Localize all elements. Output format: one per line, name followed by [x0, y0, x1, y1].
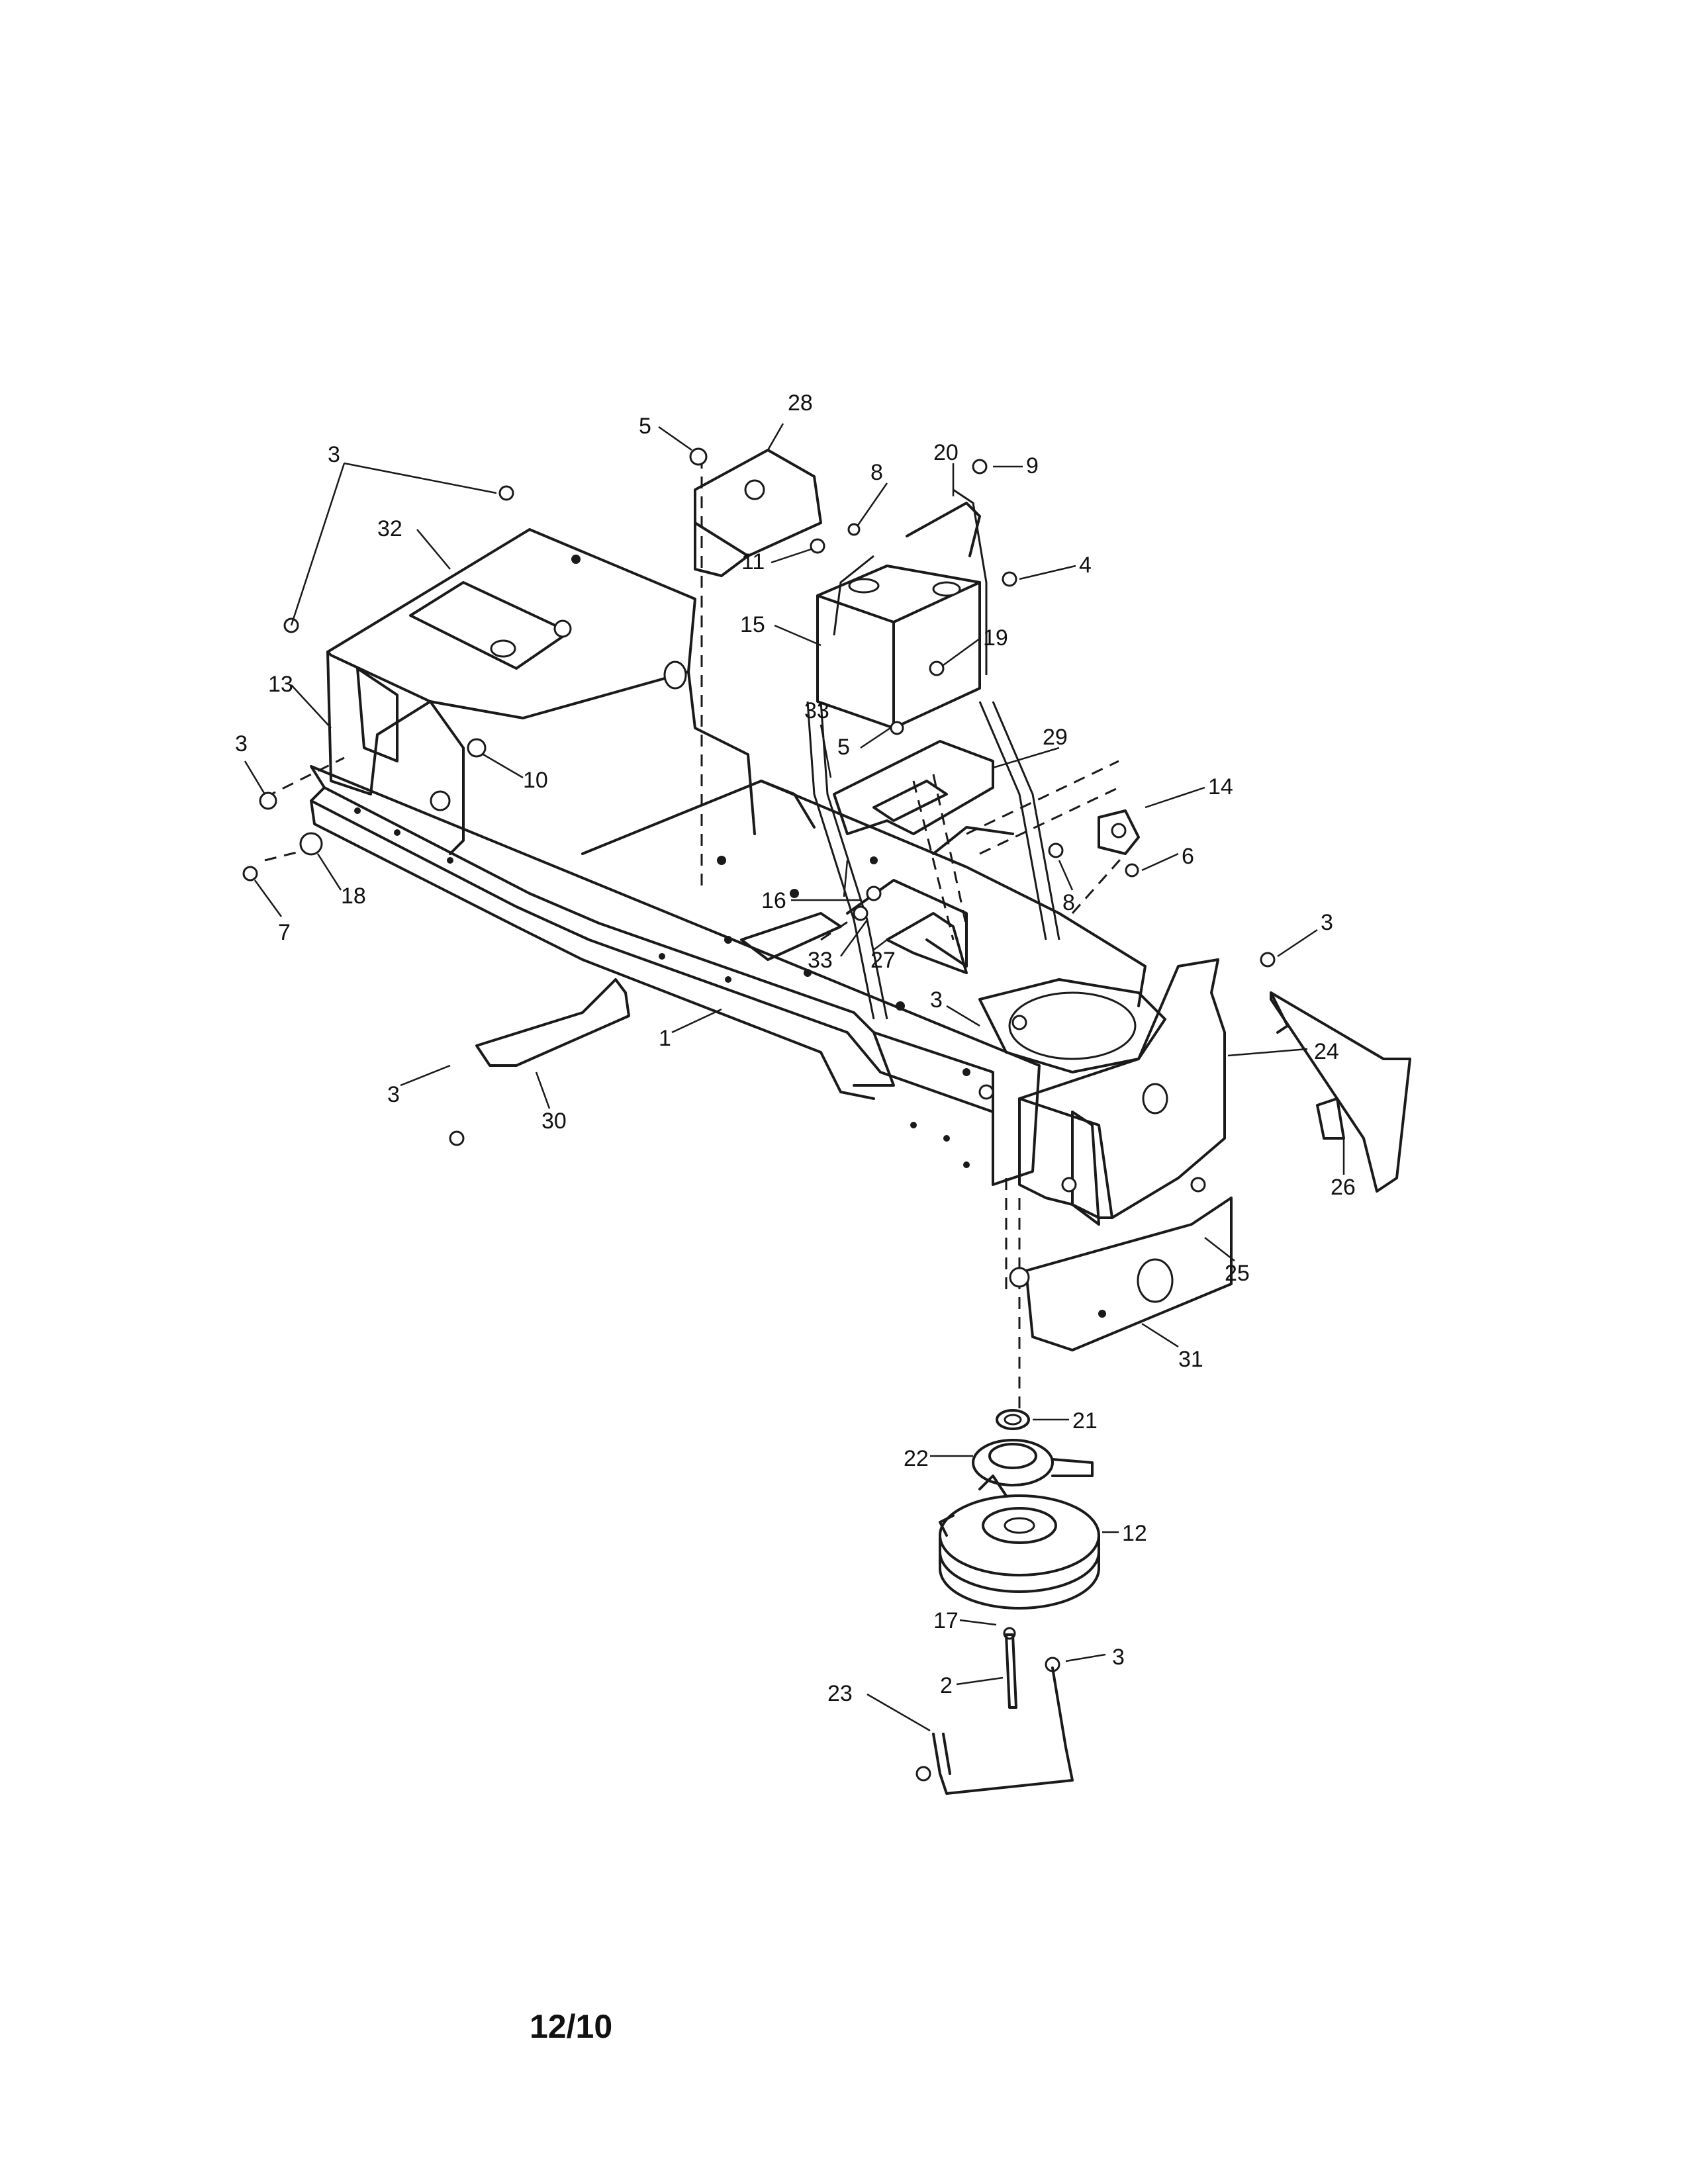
callout-20: 20: [933, 440, 959, 465]
callout-33: 33: [804, 698, 829, 723]
callout-3: 3: [235, 731, 248, 756]
callout-3: 3: [1321, 910, 1333, 935]
callout-21: 21: [1072, 1408, 1098, 1433]
callout-4: 4: [1079, 553, 1092, 578]
callout-8: 8: [1062, 890, 1075, 915]
cable-runs: [806, 701, 1060, 1020]
callouts: 28 5 3 20 9 8 32 11 4 15 19 13 33 5 29 3…: [235, 390, 1356, 1706]
plate-30: [475, 978, 630, 1067]
callout-12: 12: [1122, 1521, 1147, 1546]
callout-3: 3: [930, 987, 943, 1013]
callout-24: 24: [1314, 1039, 1339, 1064]
callout-26: 26: [1331, 1175, 1356, 1200]
bolt-2: [1005, 1633, 1017, 1709]
callout-7: 7: [278, 920, 291, 945]
axle-support: [1018, 958, 1226, 1226]
callout-19: 19: [983, 625, 1008, 651]
callout-3: 3: [1112, 1645, 1125, 1670]
callout-15: 15: [740, 612, 765, 637]
callout-33: 33: [808, 948, 833, 973]
frame-rail: [310, 765, 1041, 1186]
front-bumper: [1025, 1177, 1233, 1351]
callout-17: 17: [933, 1608, 959, 1633]
callout-3: 3: [387, 1082, 400, 1107]
callout-23: 23: [827, 1681, 853, 1706]
clutch-hub: [972, 1439, 1094, 1486]
callout-14: 14: [1208, 774, 1233, 799]
callout-16: 16: [761, 888, 786, 913]
pto-clutch: [939, 1475, 1100, 1610]
callout-8: 8: [870, 460, 883, 485]
washer-21: [996, 1409, 1030, 1430]
callout-10: 10: [523, 768, 548, 793]
date-code: 12/10: [530, 2008, 613, 2045]
callout-18: 18: [341, 884, 366, 909]
assembly-lines: [264, 457, 1127, 1410]
callout-11: 11: [741, 549, 765, 574]
rod-23: [932, 1666, 1074, 1795]
callout-9: 9: [1026, 453, 1039, 478]
callout-30: 30: [541, 1109, 567, 1134]
battery-hold-down: [694, 449, 822, 577]
fasteners: [242, 447, 1276, 1782]
callout-25: 25: [1225, 1261, 1250, 1286]
callout-28: 28: [788, 390, 813, 416]
right-bracket: [1270, 991, 1411, 1193]
callout-27: 27: [870, 948, 896, 973]
callout-13: 13: [268, 672, 293, 697]
callout-22: 22: [904, 1446, 929, 1471]
bracket-27: [886, 912, 968, 974]
callout-3: 3: [328, 442, 340, 467]
battery-tray: [833, 740, 1014, 855]
battery: [816, 502, 981, 729]
solenoid: [1098, 809, 1140, 855]
ground-wire: [833, 488, 988, 675]
callout-6: 6: [1182, 844, 1194, 869]
callout-32: 32: [377, 516, 402, 541]
callout-5: 5: [639, 414, 651, 439]
callout-2: 2: [940, 1673, 953, 1698]
callout-5: 5: [837, 735, 850, 760]
leader-lines: [244, 423, 1345, 1732]
callout-29: 29: [1043, 725, 1068, 750]
callout-1: 1: [659, 1026, 671, 1051]
dash-panel: [326, 528, 756, 855]
callout-31: 31: [1178, 1347, 1203, 1372]
